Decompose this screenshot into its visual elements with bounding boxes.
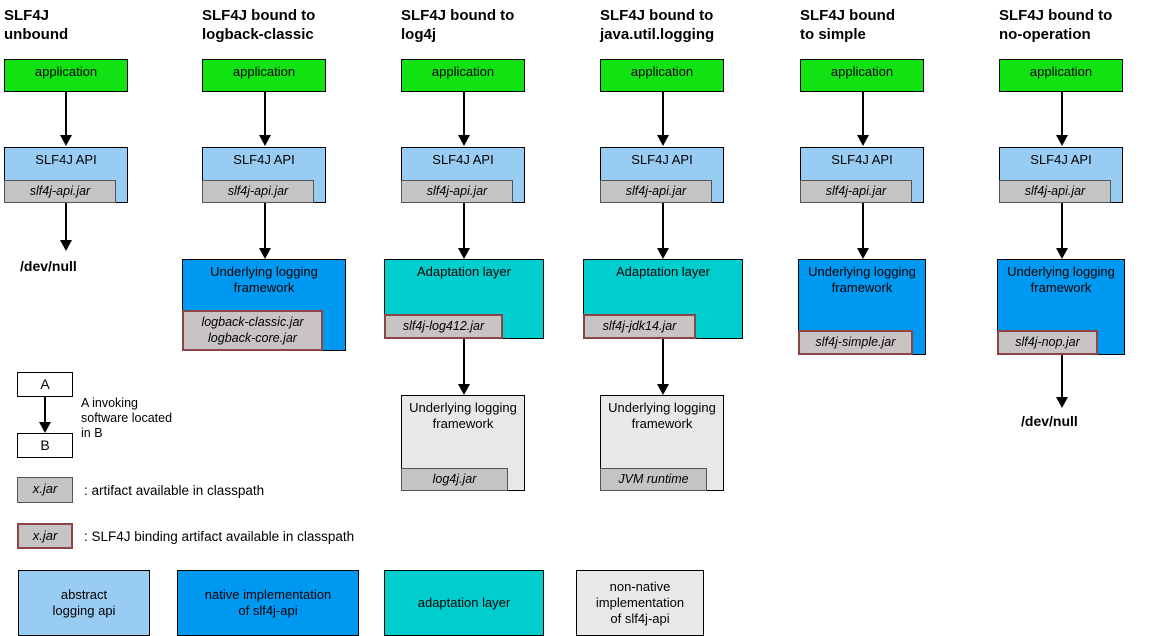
jar-chip-slf4j-api: slf4j-api.jar — [401, 180, 513, 203]
node-slf4j-api-simple[interactable]: SLF4J API slf4j-api.jar — [800, 147, 924, 203]
node-label: Adaptation layer — [417, 264, 511, 279]
node-label: application — [830, 64, 894, 79]
node-label: application — [34, 64, 98, 79]
jar-chip-jvm-runtime: JVM runtime — [600, 468, 707, 491]
node-underlying-logback[interactable]: Underlying logging framework logback-cla… — [182, 259, 346, 351]
node-underlying-simple[interactable]: Underlying logging framework slf4j-simpl… — [798, 259, 926, 355]
node-application-unbound[interactable]: application — [4, 59, 128, 92]
jar-chip-slf4j-api: slf4j-api.jar — [800, 180, 912, 203]
node-underlying-jul[interactable]: Underlying logging framework JVM runtime — [600, 395, 724, 491]
node-application-logback[interactable]: application — [202, 59, 326, 92]
terminal-devnull-unbound: /dev/null — [20, 258, 77, 274]
column-title-unbound: SLF4J unbound — [4, 7, 69, 43]
jar-chip-slf4j-api: slf4j-api.jar — [999, 180, 1111, 203]
key-non-native-implementation: non-native implementation of slf4j-api — [576, 570, 704, 636]
column-title-no-operation: SLF4J bound to no-operation — [999, 7, 1113, 43]
node-label: SLF4J API — [432, 152, 494, 167]
legend-chip-binding-artifact: x.jar — [17, 523, 73, 549]
legend-box-a: A — [17, 372, 73, 397]
node-label: Adaptation layer — [616, 264, 710, 279]
jar-chip-slf4j-api: slf4j-api.jar — [4, 180, 116, 203]
column-title-log4j: SLF4J bound to log4j — [401, 7, 515, 43]
legend-binding-artifact-note: : SLF4J binding artifact available in cl… — [84, 529, 355, 544]
node-slf4j-api-unbound[interactable]: SLF4J API slf4j-api.jar — [4, 147, 128, 203]
jar-chip-logback-binding: logback-classic.jar logback-core.jar — [182, 310, 323, 351]
node-label: application — [1029, 64, 1093, 79]
terminal-devnull-nop: /dev/null — [1021, 413, 1078, 429]
node-label: SLF4J API — [831, 152, 893, 167]
node-label: Underlying logging framework — [608, 400, 716, 431]
node-label: SLF4J API — [631, 152, 693, 167]
node-adaptation-jul[interactable]: Adaptation layer slf4j-jdk14.jar — [583, 259, 743, 339]
node-underlying-log4j[interactable]: Underlying logging framework log4j.jar — [401, 395, 525, 491]
node-application-jul[interactable]: application — [600, 59, 724, 92]
node-label: SLF4J API — [1030, 152, 1092, 167]
jar-chip-slf4j-jdk14: slf4j-jdk14.jar — [583, 314, 696, 339]
node-application-log4j[interactable]: application — [401, 59, 525, 92]
node-label: SLF4J API — [233, 152, 295, 167]
node-slf4j-api-logback[interactable]: SLF4J API slf4j-api.jar — [202, 147, 326, 203]
node-label: Underlying logging framework — [808, 264, 916, 295]
key-abstract-logging-api: abstract logging api — [18, 570, 150, 636]
node-label: Underlying logging framework — [409, 400, 517, 431]
legend-relation-note: A invoking software located in B — [81, 396, 173, 440]
jar-chip-slf4j-log412: slf4j-log412.jar — [384, 314, 503, 339]
column-title-java-util-logging: SLF4J bound to java.util.logging — [600, 7, 715, 43]
node-label: application — [232, 64, 296, 79]
legend-chip-artifact: x.jar — [17, 477, 73, 503]
jar-line-logback-core: logback-core.jar — [208, 331, 297, 345]
jar-chip-slf4j-nop: slf4j-nop.jar — [997, 330, 1098, 355]
legend-box-b: B — [17, 433, 73, 458]
jar-chip-slf4j-api: slf4j-api.jar — [600, 180, 712, 203]
node-label: Underlying logging framework — [210, 264, 318, 295]
key-native-implementation: native implementation of slf4j-api — [177, 570, 359, 636]
jar-chip-slf4j-api: slf4j-api.jar — [202, 180, 314, 203]
jar-chip-log4j: log4j.jar — [401, 468, 508, 491]
node-label: application — [630, 64, 694, 79]
node-label: SLF4J API — [35, 152, 97, 167]
node-label: Underlying logging framework — [1007, 264, 1115, 295]
legend-artifact-note: : artifact available in classpath — [84, 483, 265, 498]
key-adaptation-layer: adaptation layer — [384, 570, 544, 636]
node-slf4j-api-log4j[interactable]: SLF4J API slf4j-api.jar — [401, 147, 525, 203]
jar-line-logback-classic: logback-classic.jar — [201, 315, 304, 329]
jar-chip-slf4j-simple: slf4j-simple.jar — [798, 330, 913, 355]
node-application-nop[interactable]: application — [999, 59, 1123, 92]
column-title-logback-classic: SLF4J bound to logback-classic — [202, 7, 316, 43]
node-underlying-nop[interactable]: Underlying logging framework slf4j-nop.j… — [997, 259, 1125, 355]
column-title-simple: SLF4J bound to simple — [800, 7, 895, 43]
node-label: application — [431, 64, 495, 79]
node-slf4j-api-nop[interactable]: SLF4J API slf4j-api.jar — [999, 147, 1123, 203]
node-adaptation-log4j[interactable]: Adaptation layer slf4j-log412.jar — [384, 259, 544, 339]
node-slf4j-api-jul[interactable]: SLF4J API slf4j-api.jar — [600, 147, 724, 203]
node-application-simple[interactable]: application — [800, 59, 924, 92]
